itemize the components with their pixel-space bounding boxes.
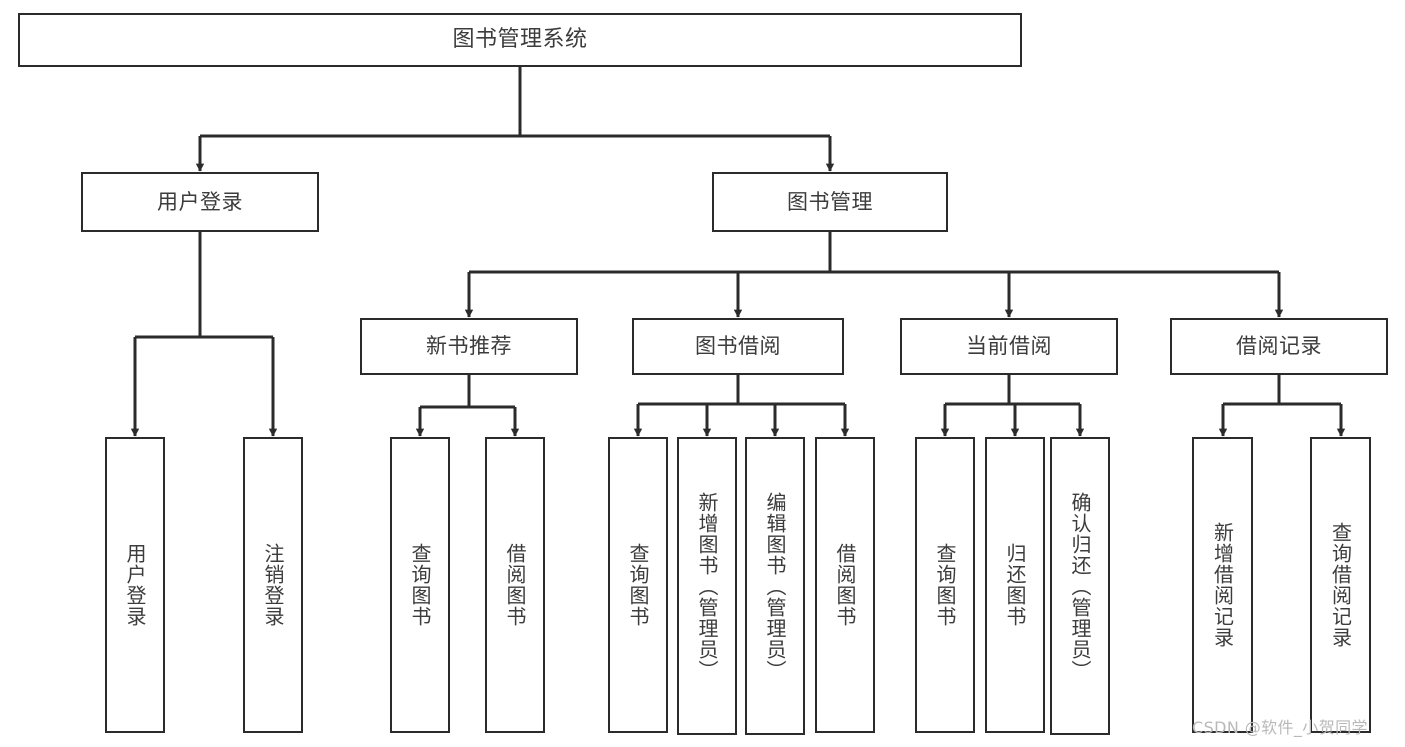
node-root[interactable]: 图书管理系统 [18, 13, 1022, 67]
node-label: 借阅图书 [833, 543, 857, 627]
node-label: 查询图书 [933, 543, 957, 627]
node-l2-current[interactable]: 当前借阅 [900, 318, 1118, 375]
node-label: 注销登录 [261, 543, 285, 627]
node-leaf-10[interactable]: 归还图书 [985, 437, 1045, 733]
node-label: 新增借阅记录 [1210, 522, 1235, 648]
node-leaf-6[interactable]: 新增图书（管理员） [677, 437, 737, 735]
node-leaf-13[interactable]: 查询借阅记录 [1310, 437, 1371, 733]
node-leaf-1[interactable]: 用户登录 [105, 437, 165, 733]
node-l1-manage[interactable]: 图书管理 [712, 172, 948, 232]
node-label: 借阅记录 [1236, 334, 1322, 359]
node-leaf-5[interactable]: 查询图书 [608, 437, 668, 733]
node-l2-new[interactable]: 新书推荐 [360, 318, 578, 375]
node-leaf-11[interactable]: 确认归还（管理员） [1050, 437, 1110, 735]
node-label: 查询图书 [408, 543, 432, 627]
connector-paths [130, 67, 1346, 437]
node-label: 图书管理系统 [452, 27, 588, 53]
node-label: 图书借阅 [695, 334, 781, 359]
node-label: 用户登录 [157, 189, 243, 214]
node-leaf-7[interactable]: 编辑图书（管理员） [745, 437, 805, 735]
node-leaf-8[interactable]: 借阅图书 [815, 437, 875, 733]
node-label: 编辑图书（管理员） [763, 491, 787, 681]
node-label: 查询借阅记录 [1328, 522, 1353, 648]
node-label: 图书管理 [787, 189, 873, 214]
node-leaf-3[interactable]: 查询图书 [390, 437, 450, 733]
node-l2-borrow[interactable]: 图书借阅 [632, 318, 844, 375]
node-leaf-2[interactable]: 注销登录 [243, 437, 303, 733]
node-label: 归还图书 [1003, 543, 1027, 627]
node-label: 用户登录 [123, 543, 147, 627]
node-label: 当前借阅 [966, 334, 1052, 359]
node-label: 借阅图书 [503, 543, 527, 627]
node-label: 新书推荐 [426, 334, 512, 359]
node-leaf-9[interactable]: 查询图书 [915, 437, 975, 733]
node-l2-record[interactable]: 借阅记录 [1170, 318, 1388, 375]
node-l1-login[interactable]: 用户登录 [81, 172, 319, 232]
node-label: 新增图书（管理员） [695, 491, 719, 681]
node-leaf-12[interactable]: 新增借阅记录 [1192, 437, 1253, 733]
node-label: 查询图书 [626, 543, 650, 627]
node-label: 确认归还（管理员） [1068, 491, 1092, 681]
node-leaf-4[interactable]: 借阅图书 [485, 437, 545, 733]
